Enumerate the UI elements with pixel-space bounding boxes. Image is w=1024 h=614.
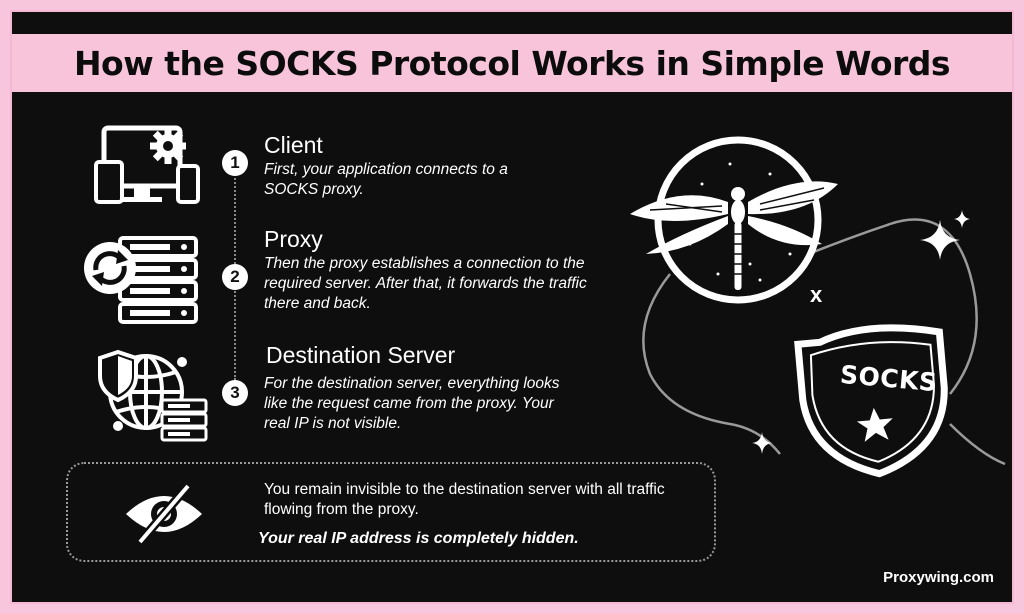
notice-text: You remain invisible to the destination … <box>264 481 665 518</box>
infographic-frame: How the SOCKS Protocol Works in Simple W… <box>10 10 1014 604</box>
sparkle-icon <box>920 220 960 260</box>
dragonfly-icon <box>630 136 838 304</box>
step-title-client: Client <box>264 132 323 158</box>
separator-x: x <box>810 282 823 307</box>
step-connector-2 <box>234 288 236 380</box>
step-desc-client: First, your application connects to a SO… <box>264 161 508 198</box>
server-sync-icon <box>80 234 210 326</box>
step-number-3: 3 <box>222 380 248 406</box>
step-desc-proxy: Then the proxy establishes a connection … <box>264 255 587 312</box>
brand-label: Proxywing.com <box>883 569 994 586</box>
step-title-proxy: Proxy <box>264 226 323 252</box>
globe-shield-server-icon <box>88 346 212 442</box>
page-title: How the SOCKS Protocol Works in Simple W… <box>73 43 951 83</box>
sparkle-icon <box>752 432 772 454</box>
step-number-2: 2 <box>222 264 248 290</box>
step-desc-destination: For the destination server, everything l… <box>264 375 560 432</box>
shield-star-icon <box>794 324 948 478</box>
eye-off-icon <box>122 484 206 544</box>
step-number-1: 1 <box>222 150 248 176</box>
step-title-destination: Destination Server <box>266 342 456 368</box>
sparkle-icon <box>954 210 970 228</box>
title-banner: How the SOCKS Protocol Works in Simple W… <box>12 34 1012 92</box>
step-connector-1 <box>234 174 236 264</box>
illustration <box>610 124 1010 494</box>
privacy-notice: You remain invisible to the destination … <box>66 462 716 562</box>
notice-emphasis: Your real IP address is completely hidde… <box>258 530 579 547</box>
devices-gear-icon <box>90 120 210 210</box>
